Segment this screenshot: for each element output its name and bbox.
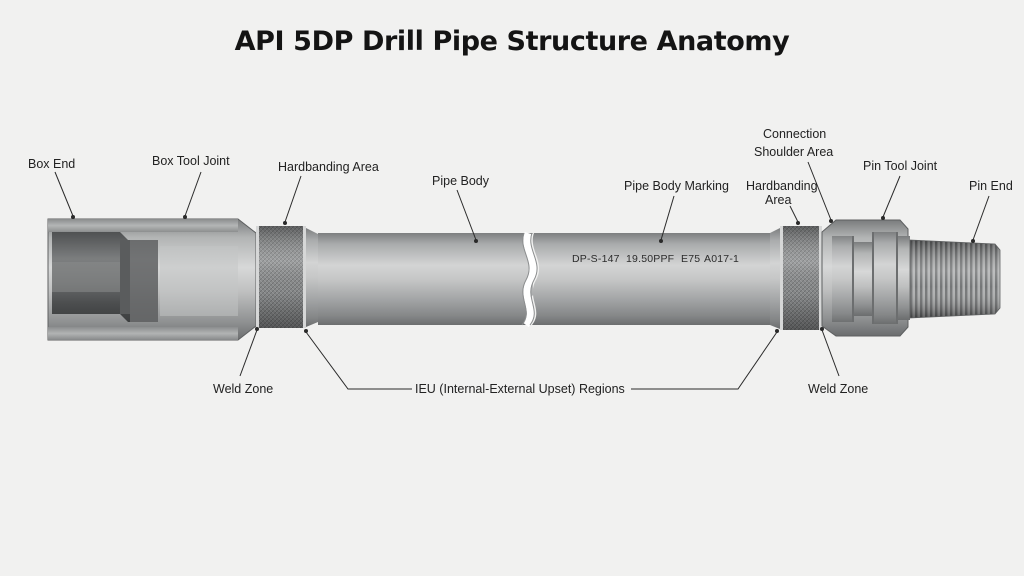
pipe-body-marking: DP-S-147 19.50PPF E75 A017-1: [572, 253, 739, 265]
label-connection-shoulder-1: Connection: [763, 127, 826, 141]
label-pin-tool-joint: Pin Tool Joint: [863, 159, 938, 173]
label-hardbanding-area-left: Hardbanding Area: [278, 160, 379, 174]
label-box-tool-joint: Box Tool Joint: [152, 154, 230, 168]
label-pipe-body: Pipe Body: [432, 174, 490, 188]
box-tool-joint: [47, 218, 257, 341]
label-hardbanding-area-right-1: Hardbanding: [746, 179, 818, 193]
label-connection-shoulder-2: Shoulder Area: [754, 145, 833, 159]
marking-serial: A017-1: [704, 253, 739, 265]
label-pin-end: Pin End: [969, 179, 1013, 193]
leader-lines: [54, 161, 990, 390]
diagram-title: API 5DP Drill Pipe Structure Anatomy: [234, 26, 790, 57]
label-hardbanding-area-right-2: Area: [765, 193, 791, 207]
pipe-body-left: [306, 228, 540, 327]
pin-tool-joint: [821, 219, 910, 337]
pipe-body-right: [532, 228, 780, 329]
pipe-break: [521, 231, 538, 328]
label-ieu-regions: IEU (Internal-External Upset) Regions: [415, 382, 625, 396]
label-weld-zone-right: Weld Zone: [808, 382, 868, 396]
label-box-end: Box End: [28, 157, 75, 171]
label-weld-zone-left: Weld Zone: [213, 382, 273, 396]
label-pipe-body-marking: Pipe Body Marking: [624, 179, 729, 193]
marking-weight: 19.50PPF: [626, 253, 674, 265]
hardbanding-area-right: [780, 226, 822, 330]
pin-end-threads: [909, 239, 1001, 319]
marking-id: DP-S-147: [572, 253, 620, 265]
hardbanding-area-left: [256, 226, 306, 328]
marking-grade: E75: [681, 253, 700, 265]
labels: Box End Box Tool Joint Hardbanding Area …: [28, 127, 1013, 396]
